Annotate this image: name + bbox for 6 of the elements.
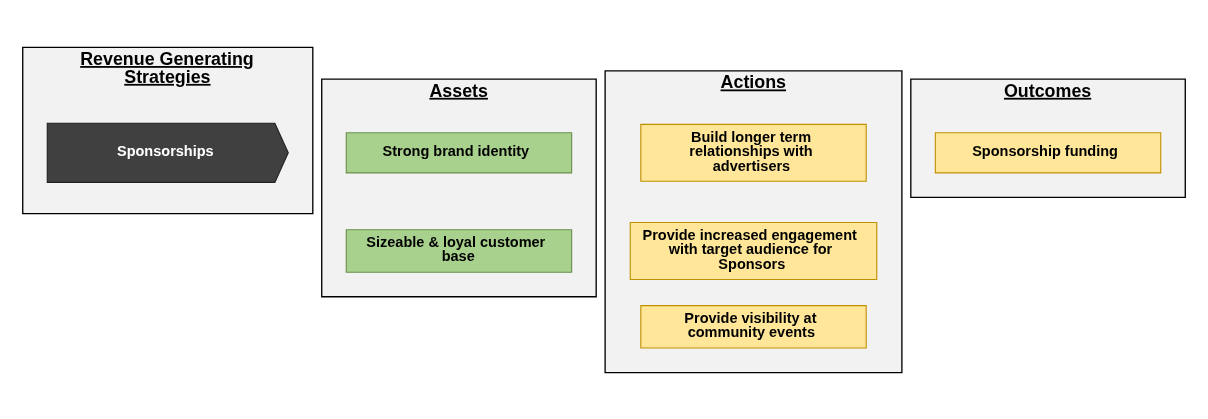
node-box: Strong brand identity: [345, 131, 573, 173]
node-box: Sponsorship funding: [934, 131, 1162, 173]
node-box: Sizeable & loyal customer base: [345, 228, 573, 273]
node-box: Build longer term relationships with advertisers: [640, 123, 867, 182]
node-box: Provide visibility at community events: [640, 304, 867, 349]
node-box: Provide increased engagement with target audience for Sponsors: [629, 221, 878, 280]
